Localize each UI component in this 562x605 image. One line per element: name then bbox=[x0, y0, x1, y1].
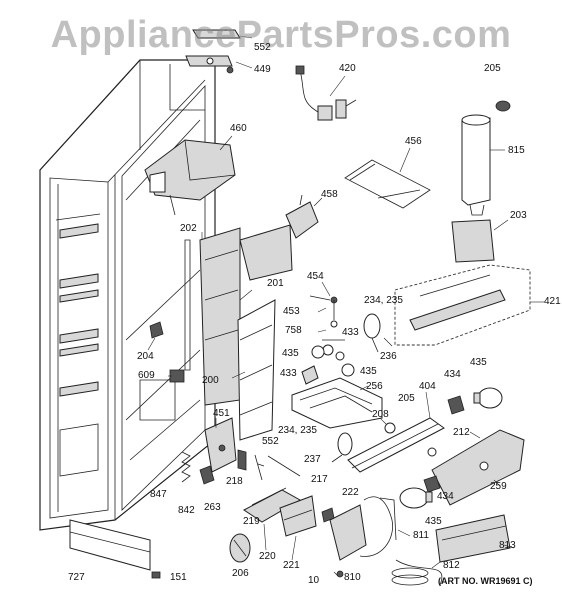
part-label-205-mid: 205 bbox=[398, 393, 415, 404]
part-label-435-lower: 435 bbox=[425, 516, 442, 527]
part-label-434-lower: 434 bbox=[437, 491, 454, 502]
part-label-222: 222 bbox=[342, 487, 359, 498]
part-label-456: 456 bbox=[405, 136, 422, 147]
part-label-221: 221 bbox=[283, 560, 300, 571]
part-label-237: 237 bbox=[304, 454, 321, 465]
part-label-812: 812 bbox=[443, 560, 460, 571]
part-label-201: 201 bbox=[267, 278, 284, 289]
air-duct-drawing bbox=[184, 224, 293, 441]
part-label-206: 206 bbox=[232, 568, 249, 579]
part-label-727: 727 bbox=[68, 572, 85, 583]
part-label-202: 202 bbox=[180, 223, 197, 234]
dispenser-housing-drawing bbox=[144, 135, 236, 216]
light-shield-drawing bbox=[347, 391, 445, 473]
part-label-609: 609 bbox=[138, 370, 155, 381]
part-label-420: 420 bbox=[339, 63, 356, 74]
part-label-220: 220 bbox=[259, 551, 276, 562]
part-label-208: 208 bbox=[372, 409, 389, 420]
toe-grille-drawing bbox=[69, 519, 251, 579]
part-label-236: 236 bbox=[380, 351, 397, 362]
part-label-203: 203 bbox=[510, 210, 527, 221]
part-label-421: 421 bbox=[544, 296, 561, 307]
part-label-234-235-top: 234, 235 bbox=[364, 295, 403, 306]
part-label-460: 460 bbox=[230, 123, 247, 134]
part-label-449: 449 bbox=[254, 64, 271, 75]
light-cover-lower-drawing bbox=[331, 432, 353, 463]
top-hinge-drawing bbox=[185, 29, 253, 74]
part-label-218: 218 bbox=[226, 476, 243, 487]
part-label-810: 810 bbox=[344, 572, 361, 583]
art-number: (ART NO. WR19691 C) bbox=[438, 576, 533, 586]
clip-204-drawing bbox=[147, 321, 185, 383]
bracket-456-drawing bbox=[344, 147, 431, 209]
water-filter-drawing bbox=[461, 100, 511, 216]
part-label-433-top: 433 bbox=[342, 327, 359, 338]
light-bulb-drawing bbox=[311, 345, 503, 509]
wire-harness-drawing bbox=[295, 65, 357, 121]
part-label-435-left: 435 bbox=[282, 348, 299, 359]
part-label-453: 453 bbox=[283, 306, 300, 317]
part-label-256: 256 bbox=[366, 381, 383, 392]
cam-bracket-drawing bbox=[243, 487, 317, 561]
part-label-454: 454 bbox=[307, 271, 324, 282]
part-label-552-lower: 552 bbox=[262, 436, 279, 447]
cabinet-drawing bbox=[39, 59, 216, 531]
part-label-263: 263 bbox=[204, 502, 221, 513]
filter-housing-drawing bbox=[394, 264, 545, 346]
part-label-451: 451 bbox=[213, 408, 230, 419]
part-label-404: 404 bbox=[419, 381, 436, 392]
part-label-813: 813 bbox=[499, 540, 516, 551]
part-label-435-mid: 435 bbox=[360, 366, 377, 377]
part-label-458: 458 bbox=[321, 189, 338, 200]
part-label-811: 811 bbox=[413, 530, 429, 541]
part-label-212: 212 bbox=[453, 427, 470, 438]
part-label-217: 217 bbox=[311, 474, 328, 485]
part-label-552-top: 552 bbox=[254, 42, 271, 53]
part-label-758: 758 bbox=[285, 325, 302, 336]
lamp-socket-drawing bbox=[423, 395, 525, 506]
valve-cover-drawing bbox=[435, 514, 515, 563]
part-label-815: 815 bbox=[508, 145, 525, 156]
part-label-219: 219 bbox=[243, 516, 260, 527]
filter-cover-drawing bbox=[451, 219, 509, 263]
part-label-200: 200 bbox=[202, 375, 219, 386]
part-label-434-top: 434 bbox=[444, 369, 461, 380]
part-label-234-235-lower: 234, 235 bbox=[278, 425, 317, 436]
part-label-847: 847 bbox=[150, 489, 167, 500]
water-valve-drawing bbox=[321, 496, 443, 586]
part-label-151: 151 bbox=[170, 572, 187, 583]
part-label-842: 842 bbox=[178, 505, 195, 516]
door-hinge-drawing bbox=[181, 417, 301, 485]
part-label-433-lower: 433 bbox=[280, 368, 297, 379]
part-label-259: 259 bbox=[490, 481, 507, 492]
part-label-10: 10 bbox=[308, 575, 320, 586]
part-label-204: 204 bbox=[137, 351, 154, 362]
switch-458-drawing bbox=[285, 194, 323, 239]
light-socket-drawing bbox=[291, 365, 383, 429]
light-cover-drawing bbox=[363, 313, 393, 353]
part-label-435-right: 435 bbox=[470, 357, 487, 368]
part-label-205-top: 205 bbox=[484, 63, 501, 74]
